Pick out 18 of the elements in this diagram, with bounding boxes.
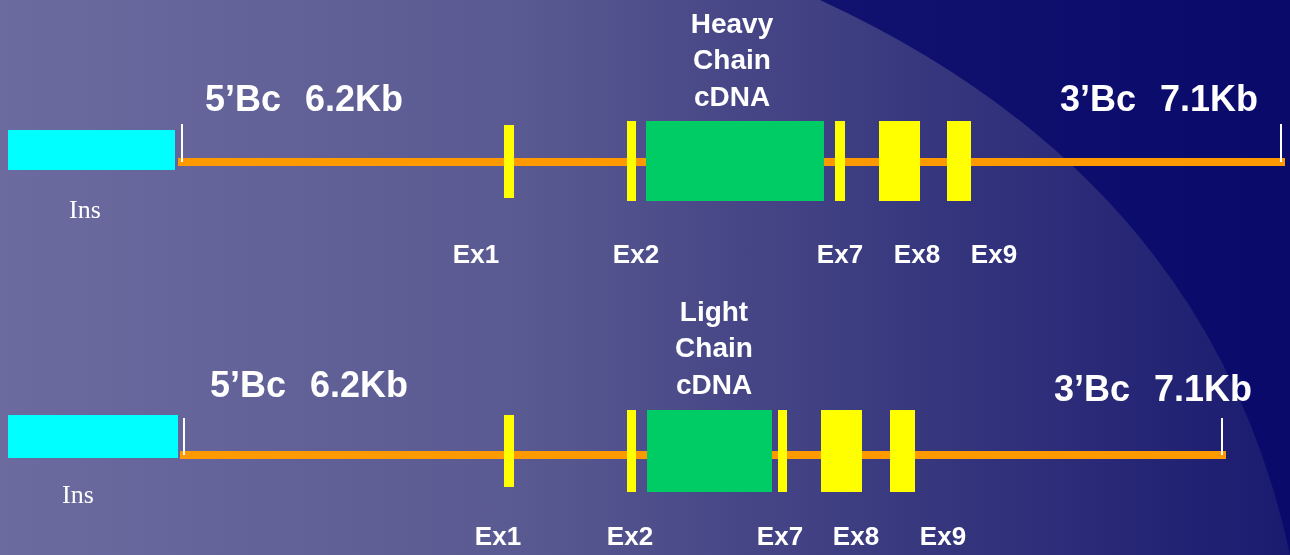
exon-label: Ex9 bbox=[918, 520, 968, 553]
exon-label: Ex8 bbox=[831, 520, 881, 553]
exon-label: Ex2 bbox=[605, 520, 655, 553]
region-size-label: 5’Bc 6.2Kb bbox=[210, 364, 409, 406]
exon-label: Ex1 bbox=[451, 238, 501, 271]
region-size-label: 3’Bc 7.1Kb bbox=[1059, 78, 1258, 120]
region-size-label: 3’Bc 7.1Kb bbox=[1053, 368, 1252, 410]
cdna-heading: Light Chain cDNA bbox=[674, 295, 754, 402]
exon-label: Ex9 bbox=[969, 238, 1019, 271]
region-size-label: 5’Bc 6.2Kb bbox=[205, 78, 404, 120]
exon-label: Ex1 bbox=[473, 520, 523, 553]
insert-label: Ins bbox=[68, 194, 102, 226]
exon-label: Ex7 bbox=[815, 238, 865, 271]
cdna-heading: Heavy Chain cDNA bbox=[689, 7, 775, 114]
insert-label: Ins bbox=[61, 479, 95, 511]
exon-label: Ex8 bbox=[892, 238, 942, 271]
exon-label: Ex7 bbox=[755, 520, 805, 553]
exon-label: Ex2 bbox=[611, 238, 661, 271]
